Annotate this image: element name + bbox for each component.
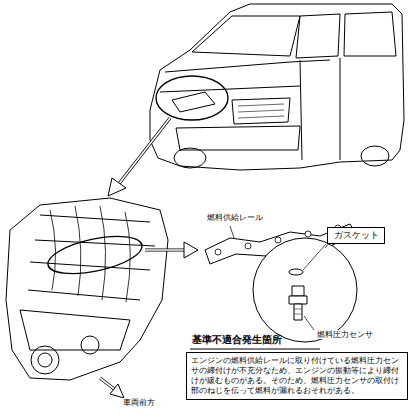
direction-label: 車両前方 bbox=[122, 398, 156, 407]
bolt-hole bbox=[245, 243, 251, 249]
part-label: 燃料圧力センサ bbox=[316, 330, 374, 339]
section-heading: 基準不適合発生箇所 bbox=[186, 334, 408, 347]
gasket-label: ガスケット bbox=[327, 227, 385, 244]
note-group: 基準不適合発生箇所エンジンの燃料供給レールに取り付けている燃料圧力センサの締付け… bbox=[186, 334, 408, 400]
bolt-hole bbox=[305, 231, 311, 237]
callout-box: ガスケット bbox=[327, 227, 385, 244]
note-text: エンジンの燃料供給レールに取り付けている燃料圧力センサの締付けが不充分なため、エ… bbox=[186, 352, 408, 400]
bolt-hole bbox=[215, 249, 221, 255]
part-label: 燃料供給レール bbox=[206, 213, 264, 222]
bolt-hole bbox=[275, 237, 281, 243]
